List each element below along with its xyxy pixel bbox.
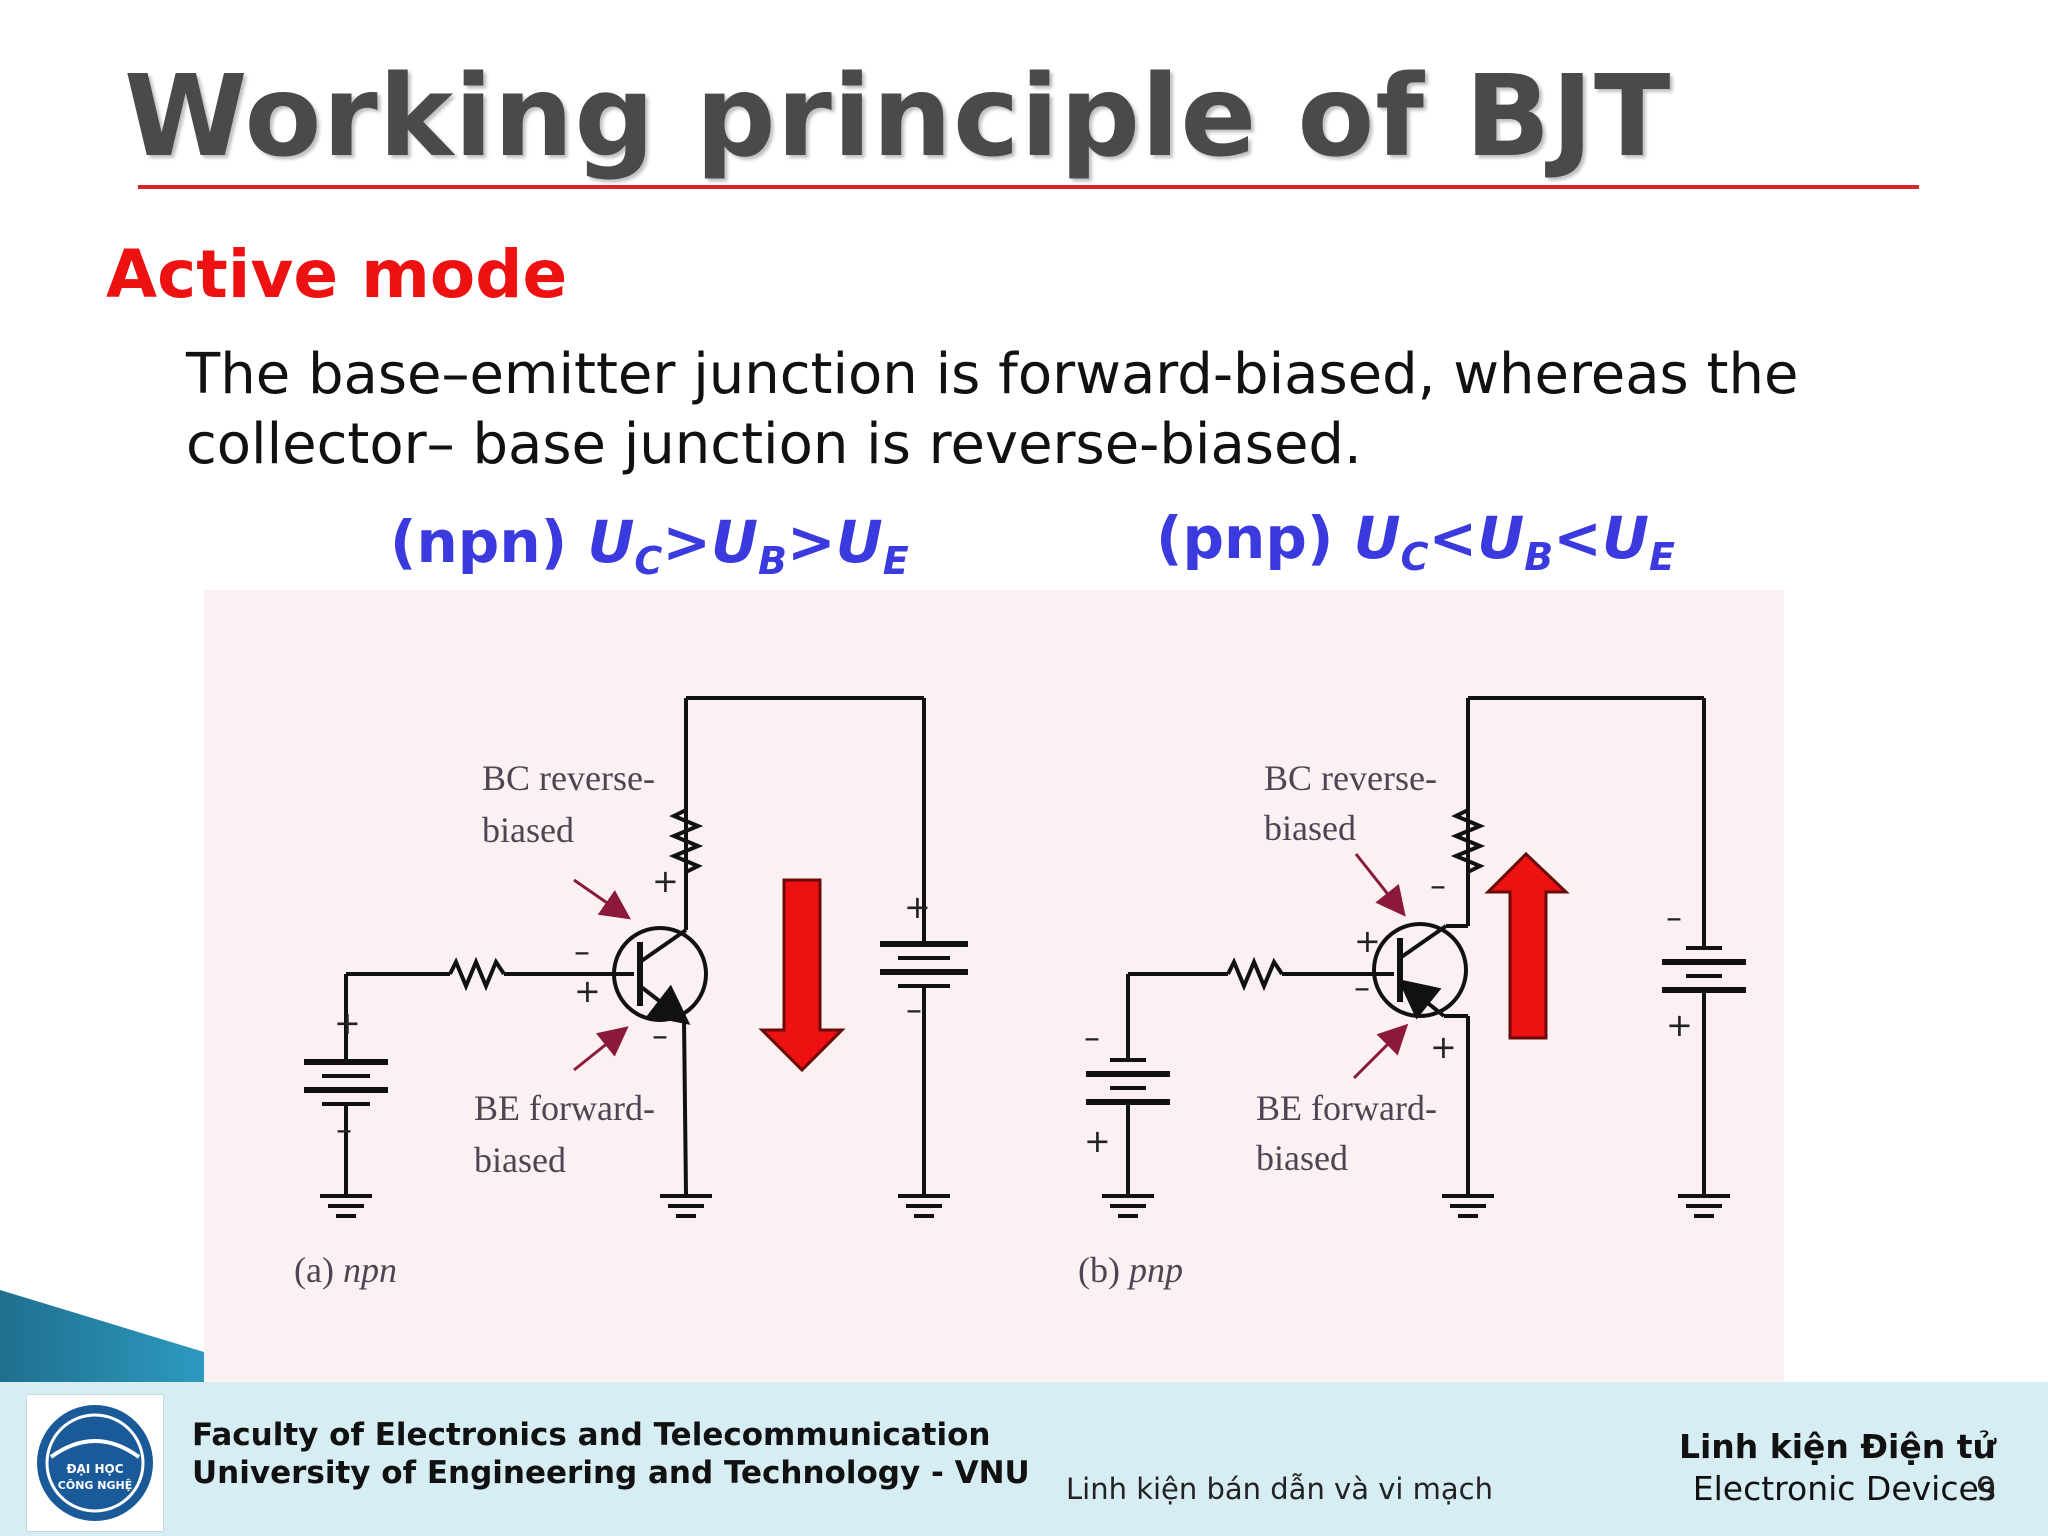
npn-caption-type: npn [343, 1250, 397, 1290]
npn-left-battery-plus: + [334, 1004, 361, 1042]
npn-sub-b: B [758, 539, 787, 583]
npn-op1: > [662, 508, 711, 576]
pnp-sub-c: C [1400, 535, 1429, 579]
npn-be-pointer [573, 1026, 629, 1072]
npn-prefix: (npn) [390, 508, 588, 576]
npn-current-arrow [758, 878, 846, 1073]
pnp-be-label-2: biased [1256, 1138, 1348, 1178]
pnp-u3: U [1601, 504, 1649, 572]
footer-wave-decoration [0, 1290, 204, 1400]
pnp-sub-e: E [1648, 535, 1675, 579]
npn-bc-label-1: BC reverse- [482, 758, 655, 798]
npn-sub-e: E [882, 539, 909, 583]
npn-bc-label-2: biased [482, 810, 574, 850]
body-text: The base–emitter junction is forward-bia… [186, 340, 1946, 480]
logo-text-2: CÔNG NGHỆ [58, 1479, 132, 1492]
pnp-right-battery-plus: + [1666, 1006, 1693, 1044]
course-subtitle: Linh kiện bán dẫn và vi mạch [1066, 1472, 1493, 1506]
npn-collector-plus: + [652, 862, 679, 900]
course-name-vn: Linh kiện Điện tử [1678, 1427, 1996, 1466]
pnp-bc-pointer [1354, 853, 1406, 917]
npn-be-label-2: biased [474, 1140, 566, 1180]
npn-caption: (a) npn [294, 1250, 397, 1290]
npn-right-battery-plus: + [904, 888, 931, 926]
logo-text-1: ĐẠI HỌC [66, 1462, 123, 1476]
pnp-base-minus: – [1354, 968, 1370, 1006]
npn-base-plus: + [574, 972, 601, 1010]
section-heading: Active mode [106, 236, 568, 313]
npn-u3: U [835, 508, 883, 576]
pnp-caption-type: pnp [1126, 1250, 1183, 1290]
pnp-base-plus: + [1354, 922, 1381, 960]
npn-caption-prefix: (a) [294, 1250, 343, 1290]
npn-right-battery-minus: – [906, 990, 922, 1028]
pnp-u1: U [1353, 504, 1401, 572]
npn-bc-pointer [573, 878, 631, 920]
pnp-right-battery-minus: – [1666, 898, 1682, 936]
pnp-left-battery-plus: + [1084, 1122, 1111, 1160]
pnp-prefix: (pnp) [1156, 504, 1354, 572]
npn-be-label-1: BE forward- [474, 1088, 655, 1128]
npn-circuit [304, 696, 968, 1218]
pnp-condition: (pnp) UC<UB<UE [1156, 504, 1675, 579]
body-line-1: The base–emitter junction is forward-bia… [186, 342, 1799, 407]
pnp-bc-label-1: BC reverse- [1264, 758, 1437, 798]
pnp-be-pointer [1352, 1023, 1409, 1080]
pnp-emitter-plus: + [1430, 1028, 1457, 1066]
course-name-en: Electronic Devices [1692, 1469, 1996, 1508]
pnp-bc-label-2: biased [1264, 808, 1356, 848]
faculty-line-1: Faculty of Electronics and Telecommunica… [192, 1417, 991, 1453]
page-number: 9 [1976, 1470, 1997, 1508]
pnp-be-label-1: BE forward- [1256, 1088, 1437, 1128]
npn-left-battery-minus: – [336, 1110, 352, 1148]
university-logo: ĐẠI HỌC CÔNG NGHỆ [26, 1394, 164, 1532]
pnp-current-arrow [1484, 851, 1570, 1040]
npn-op2: > [787, 508, 836, 576]
pnp-circuit [1086, 696, 1746, 1218]
pnp-caption: (b) pnp [1078, 1250, 1183, 1290]
pnp-collector-minus: – [1430, 866, 1446, 904]
logo-emblem-icon: ĐẠI HỌC CÔNG NGHỆ [37, 1405, 153, 1521]
title-underline [138, 185, 1919, 189]
npn-sub-c: C [634, 539, 663, 583]
slide-title: Working principle of BJT [124, 52, 1672, 182]
course-name: Linh kiện Điện tử Electronic Devices [1679, 1426, 1996, 1510]
npn-base-minus: – [574, 932, 590, 970]
npn-u2: U [710, 508, 759, 576]
pnp-left-battery-minus: – [1084, 1018, 1100, 1056]
pnp-sub-b: B [1524, 535, 1554, 579]
pnp-op1: < [1428, 504, 1478, 572]
slide-footer: ĐẠI HỌC CÔNG NGHỆ Faculty of Electronics… [0, 1382, 2048, 1536]
npn-emitter-minus: – [652, 1016, 668, 1054]
faculty-line-2: University of Engineering and Technology… [192, 1455, 1030, 1491]
circuit-svg: + – + – + – + – BC reverse- biased BE fo… [294, 696, 1746, 1290]
faculty-info: Faculty of Electronics and Telecommunica… [192, 1416, 1030, 1492]
body-line-2: collector– base junction is reverse-bias… [186, 412, 1362, 477]
npn-condition: (npn) UC>UB>UE [390, 508, 909, 583]
pnp-caption-prefix: (b) [1078, 1250, 1129, 1290]
pnp-op2: < [1553, 504, 1602, 572]
npn-u1: U [587, 508, 635, 576]
pnp-u2: U [1477, 504, 1525, 572]
bjt-circuit-diagram: + – + – + – + – BC reverse- biased BE fo… [204, 590, 1784, 1385]
